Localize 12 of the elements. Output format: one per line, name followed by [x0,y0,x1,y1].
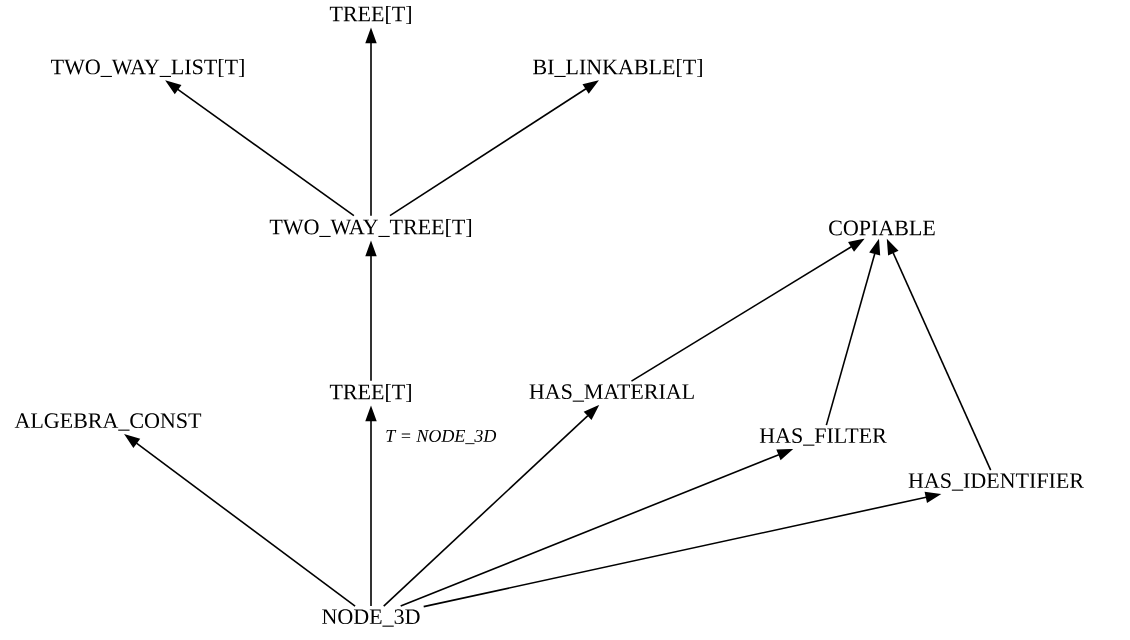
class-name: ALGEBRA_CONST [14,413,202,431]
class-name: TREE[T] [329,5,411,25]
class-name: TWO_WAY_TREE[T] [269,218,471,238]
class-name: HAS_MATERIAL [529,384,694,402]
class-name: TWO_WAY_LIST[T] [51,58,244,78]
class-name: TREE[T] [329,383,411,403]
class-name: NODE_3D [322,609,420,627]
edge-label: T = NODE_3D [384,428,498,446]
class-name: HAS_FILTER [759,428,887,446]
class-name: COPIABLE [829,220,935,236]
class-name: BI_LINKABLE[T] [533,58,702,78]
class-name: HAS_IDENTIFIER [908,473,1084,491]
